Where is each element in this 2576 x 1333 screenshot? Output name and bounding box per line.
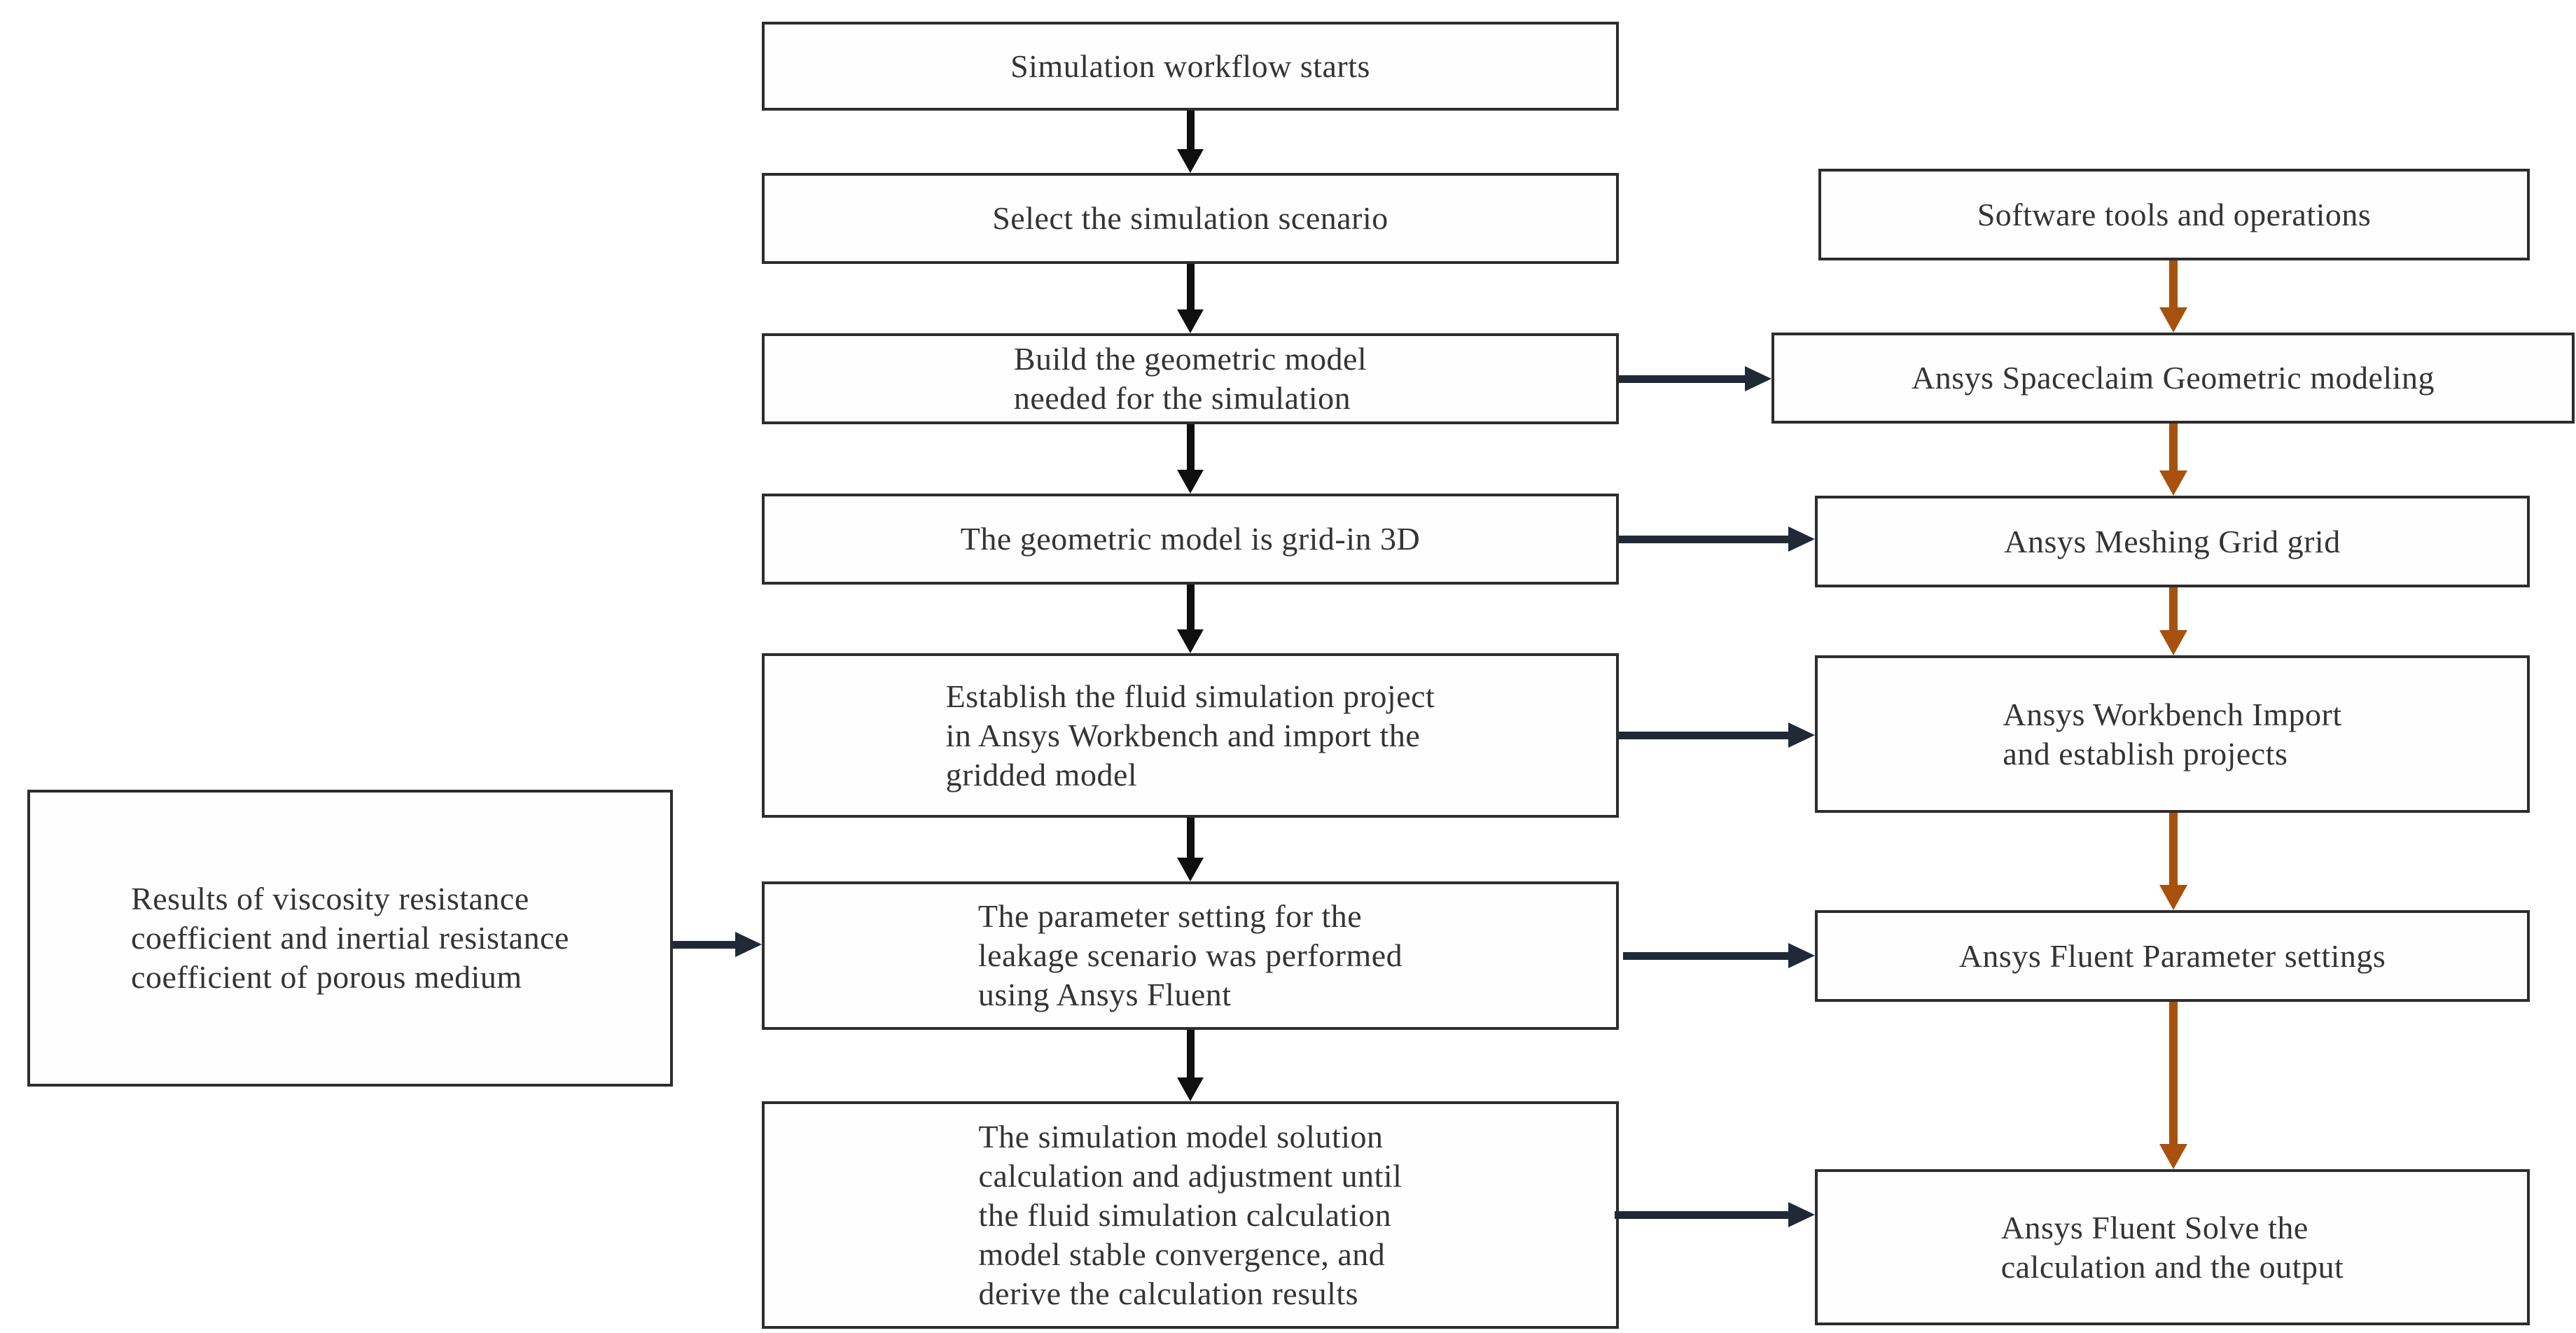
down-arrow-software-3 [2159,587,2187,655]
down-arrow-main-2 [1176,264,1204,333]
flow-box-build-geometry-label: Build the geometric model needed for the… [1013,341,1367,416]
right-arrow-project-to-workbench [1619,723,1815,748]
right-arrow-parameter-to-fluent [1623,943,1815,968]
down-arrow-software-2 [2159,424,2187,496]
down-arrow-main-1 [1176,111,1204,173]
software-box-fluent-solve: Ansys Fluent Solve the calculation and t… [1815,1169,2530,1325]
flow-box-grid-3d: The geometric model is grid-in 3D [762,494,1619,585]
right-arrow-grid-to-meshing [1619,526,1815,552]
software-box-workbench: Ansys Workbench Import and establish pro… [1815,655,2530,813]
flow-box-start: Simulation workflow starts [762,22,1619,111]
flow-box-solve-calculation-label: The simulation model solution calculatio… [978,1118,1402,1311]
down-arrow-main-5 [1176,818,1204,881]
software-box-header-label: Software tools and operations [1977,196,2372,232]
down-arrow-main-6 [1176,1030,1204,1101]
right-arrow-solution-to-solve [1615,1202,1815,1227]
software-box-spaceclaim-label: Ansys Spaceclaim Geometric modeling [1912,360,2435,396]
flow-box-select-scenario: Select the simulation scenario [762,173,1619,264]
right-arrow-build-to-spaceclaim [1619,366,1771,391]
down-arrow-software-5 [2159,1002,2187,1169]
down-arrow-software-1 [2159,260,2187,333]
software-box-meshing: Ansys Meshing Grid grid [1815,496,2530,587]
flow-box-workbench-project-label: Establish the fluid simulation project i… [945,678,1435,793]
flow-box-solve-calculation: The simulation model solution calculatio… [762,1101,1619,1329]
down-arrow-main-3 [1176,424,1204,494]
flow-box-select-scenario-label: Select the simulation scenario [992,200,1388,236]
flow-box-parameter-setting: The parameter setting for the leakage sc… [762,881,1619,1030]
software-box-workbench-label: Ansys Workbench Import and establish pro… [2003,696,2342,772]
down-arrow-main-4 [1176,585,1204,653]
software-box-spaceclaim: Ansys Spaceclaim Geometric modeling [1771,333,2575,424]
flow-box-grid-3d-label: The geometric model is grid-in 3D [960,521,1421,557]
input-box-porous-medium-label: Results of viscosity resistance coeffici… [131,881,569,995]
flow-box-workbench-project: Establish the fluid simulation project i… [762,653,1619,818]
flow-box-parameter-setting-label: The parameter setting for the leakage sc… [977,898,1403,1012]
input-box-porous-medium: Results of viscosity resistance coeffici… [27,790,673,1087]
right-arrow-input-to-parameter [673,932,762,957]
software-box-fluent-parameters-label: Ansys Fluent Parameter settings [1958,937,2386,974]
software-box-fluent-parameters: Ansys Fluent Parameter settings [1815,910,2530,1002]
flow-box-start-label: Simulation workflow starts [1010,48,1370,84]
software-box-meshing-label: Ansys Meshing Grid grid [2004,523,2341,559]
down-arrow-software-4 [2159,813,2187,910]
software-box-header: Software tools and operations [1818,169,2530,260]
flow-box-build-geometry: Build the geometric model needed for the… [762,333,1619,424]
software-box-fluent-solve-label: Ansys Fluent Solve the calculation and t… [2000,1209,2344,1285]
